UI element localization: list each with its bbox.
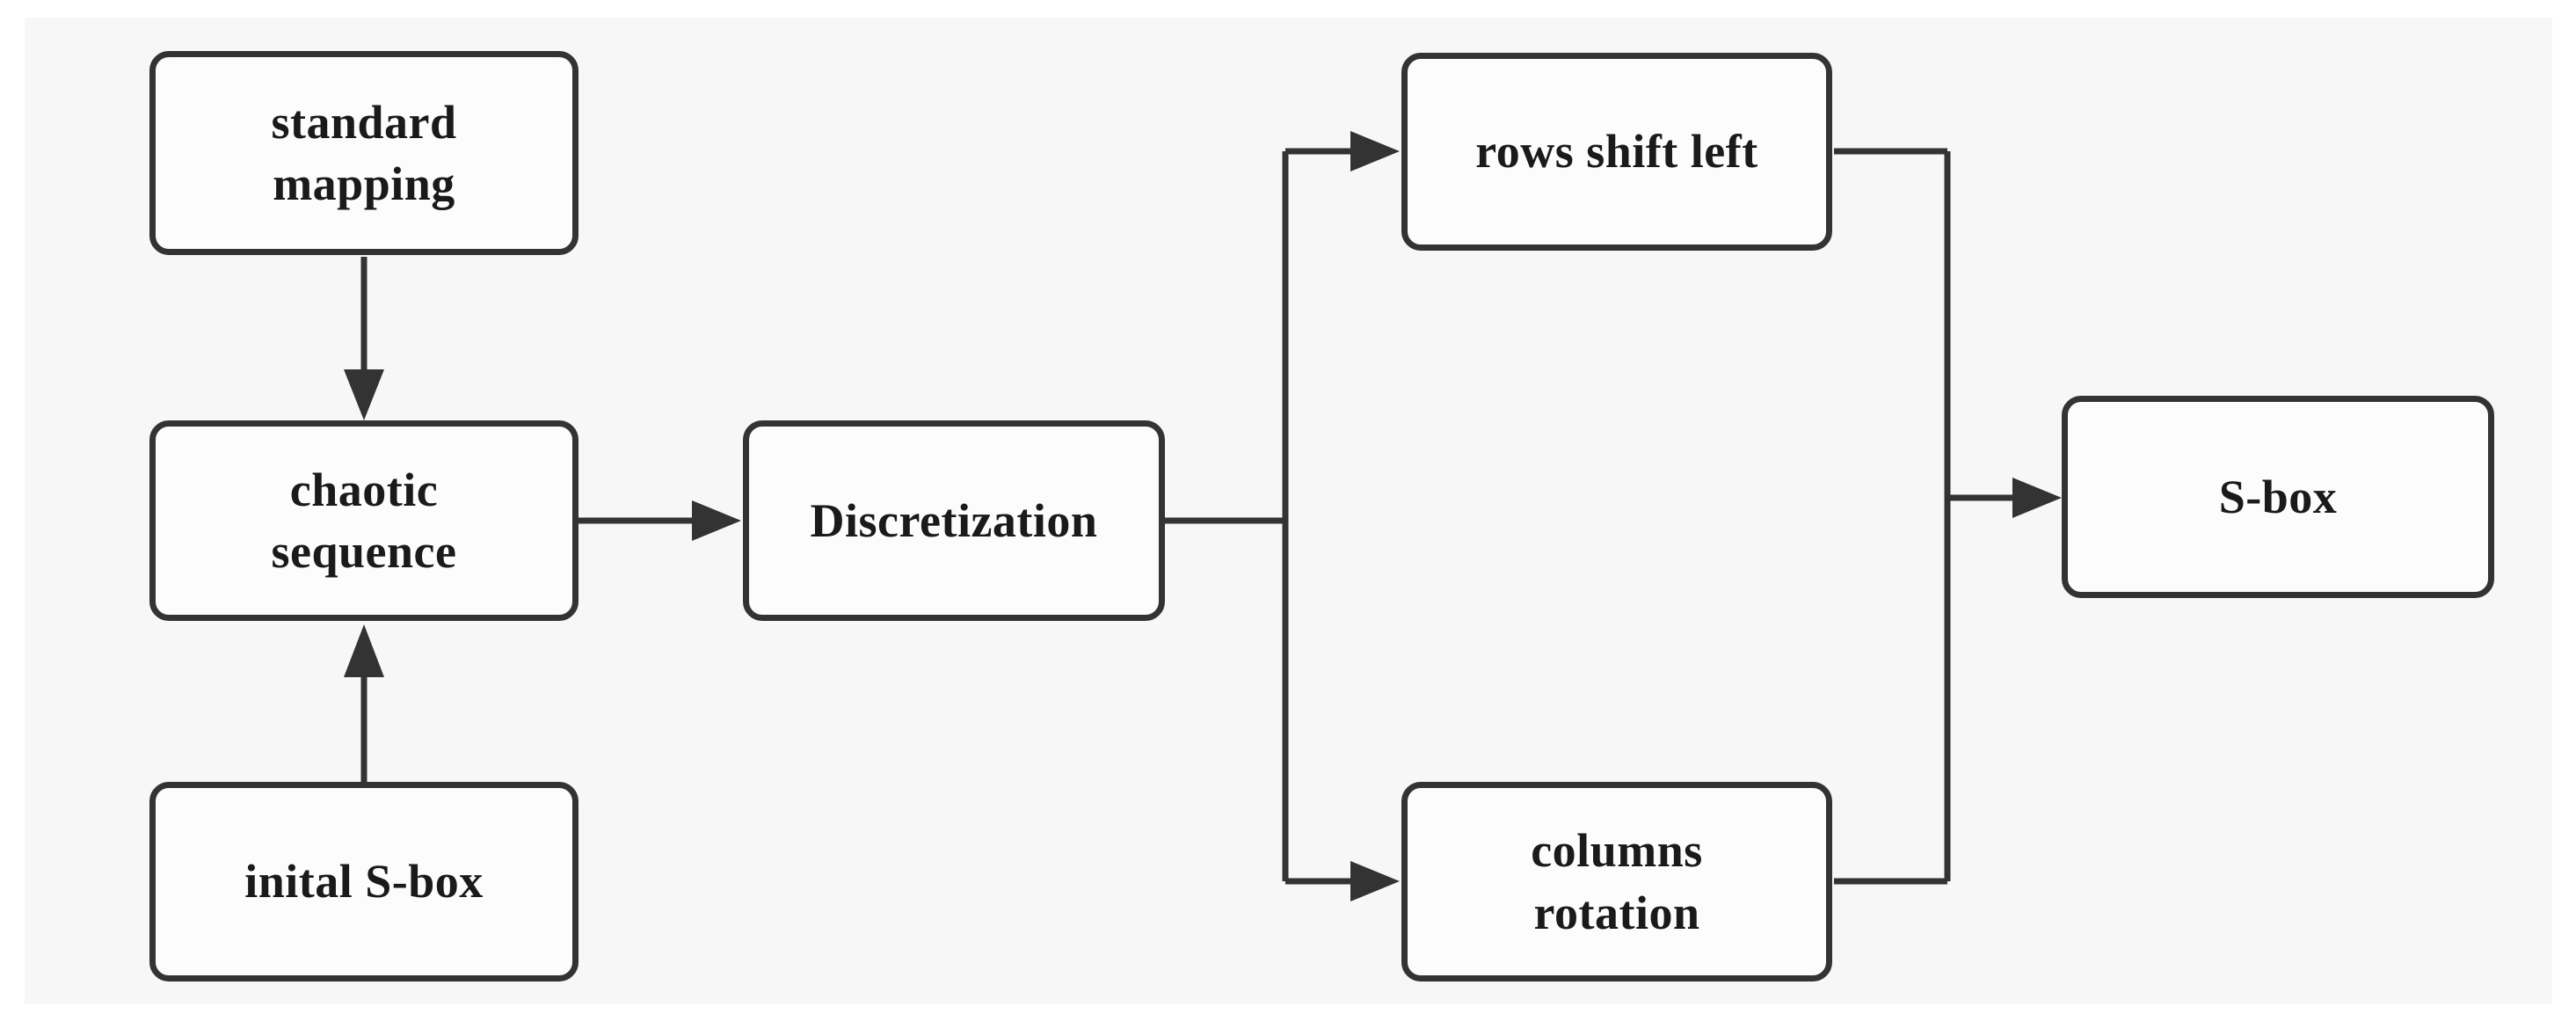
node-sbox: S-box bbox=[2062, 396, 2494, 598]
node-standard-mapping: standard mapping bbox=[149, 51, 579, 255]
node-rows-shift-left-label: rows shift left bbox=[1475, 125, 1758, 179]
node-columns-rotation: columns rotation bbox=[1401, 782, 1832, 982]
arrowhead-down-icon bbox=[344, 369, 384, 420]
node-columns-rotation-label: columns rotation bbox=[1531, 824, 1703, 939]
arrowhead-right-icon bbox=[1350, 131, 1400, 172]
node-rows-shift-left: rows shift left bbox=[1401, 53, 1832, 251]
node-discretization: Discretization bbox=[743, 420, 1165, 621]
node-sbox-label: S-box bbox=[2218, 470, 2338, 523]
arrowhead-up-icon bbox=[344, 624, 384, 677]
arrowhead-right-icon bbox=[2012, 478, 2062, 518]
node-chaotic-sequence: chaotic sequence bbox=[149, 420, 579, 621]
arrowhead-right-icon bbox=[1350, 861, 1400, 901]
node-chaotic-sequence-label: chaotic sequence bbox=[271, 463, 457, 578]
node-inital-sbox: inital S-box bbox=[149, 782, 579, 982]
node-inital-sbox-label: inital S-box bbox=[244, 855, 484, 909]
node-standard-mapping-label: standard mapping bbox=[271, 95, 457, 210]
node-discretization-label: Discretization bbox=[810, 493, 1098, 547]
arrowhead-right-icon bbox=[692, 500, 741, 541]
